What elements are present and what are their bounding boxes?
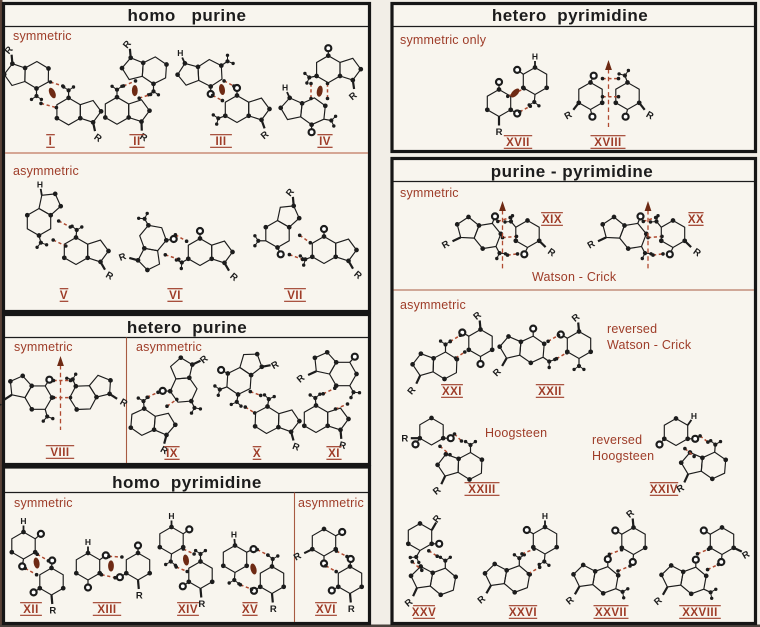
svg-text:Hoogsteen: Hoogsteen — [485, 426, 547, 440]
svg-text:Watson - Crick: Watson - Crick — [607, 338, 692, 352]
svg-text:R: R — [0, 398, 4, 411]
svg-text:R: R — [292, 550, 304, 563]
svg-text:R: R — [338, 440, 348, 452]
svg-text:reversed: reversed — [592, 433, 642, 447]
svg-text:XXVIII: XXVIII — [682, 607, 718, 619]
svg-text:homo purine: homo purine — [128, 6, 247, 25]
svg-text:symmetric: symmetric — [13, 29, 72, 43]
svg-text:XXII: XXII — [538, 386, 562, 398]
svg-text:R: R — [348, 604, 355, 615]
svg-text:II: II — [133, 136, 140, 148]
svg-text:H: H — [85, 537, 91, 547]
svg-text:R: R — [740, 549, 752, 562]
svg-text:XXI: XXI — [442, 386, 462, 398]
svg-text:Watson - Crick: Watson - Crick — [532, 270, 617, 284]
svg-text:asymmetric: asymmetric — [13, 164, 79, 178]
svg-text:H: H — [37, 179, 43, 189]
svg-text:R: R — [675, 482, 687, 495]
svg-text:R: R — [496, 127, 503, 138]
svg-text:X: X — [253, 448, 261, 460]
svg-text:VII: VII — [287, 290, 303, 302]
svg-text:XVII: XVII — [506, 137, 530, 149]
svg-text:XV: XV — [242, 604, 258, 616]
svg-text:R: R — [104, 270, 116, 283]
svg-text:R: R — [198, 599, 205, 610]
svg-text:XIX: XIX — [542, 214, 562, 226]
svg-text:R: R — [291, 441, 301, 454]
svg-text:I: I — [49, 136, 53, 148]
svg-text:IX: IX — [166, 448, 178, 460]
svg-text:asymmetric: asymmetric — [136, 340, 202, 354]
svg-text:H: H — [282, 83, 288, 93]
svg-text:asymmetric: asymmetric — [298, 496, 364, 510]
svg-text:hetero purine: hetero purine — [127, 318, 247, 337]
svg-text:homo pyrimidine: homo pyrimidine — [112, 473, 262, 492]
svg-text:R: R — [586, 238, 598, 251]
svg-text:R: R — [118, 251, 128, 264]
svg-text:XXVII: XXVII — [595, 607, 627, 619]
svg-text:XXV: XXV — [412, 607, 437, 619]
svg-text:reversed: reversed — [607, 322, 657, 336]
svg-text:H: H — [20, 516, 26, 526]
svg-text:symmetric: symmetric — [14, 340, 73, 354]
svg-text:R: R — [270, 359, 282, 372]
svg-text:VI: VI — [169, 290, 181, 302]
svg-text:R: R — [158, 444, 170, 457]
svg-text:V: V — [60, 290, 68, 302]
svg-text:R: R — [136, 590, 143, 601]
svg-text:symmetric: symmetric — [14, 496, 73, 510]
svg-text:H: H — [177, 48, 183, 58]
svg-text:XI: XI — [328, 448, 340, 460]
svg-text:R: R — [118, 397, 130, 410]
svg-text:XIII: XIII — [97, 604, 116, 616]
svg-text:R: R — [270, 604, 277, 615]
svg-text:hetero pyrimidine: hetero pyrimidine — [492, 6, 648, 25]
svg-text:XXIV: XXIV — [650, 484, 678, 496]
svg-text:XX: XX — [688, 214, 704, 226]
svg-text:Hoogsteen: Hoogsteen — [592, 449, 654, 463]
svg-text:XVI: XVI — [316, 604, 336, 616]
svg-text:H: H — [532, 51, 538, 61]
svg-text:purine - pyrimidine: purine - pyrimidine — [491, 162, 654, 181]
svg-text:XII: XII — [23, 604, 39, 616]
svg-text:R: R — [440, 238, 452, 251]
svg-text:IV: IV — [319, 136, 331, 148]
svg-text:H: H — [168, 511, 174, 521]
svg-text:symmetric: symmetric — [400, 186, 459, 200]
svg-text:H: H — [231, 529, 237, 539]
svg-text:R: R — [49, 605, 56, 616]
svg-text:VIII: VIII — [50, 447, 69, 459]
svg-text:H: H — [691, 411, 697, 421]
svg-text:R: R — [138, 131, 150, 144]
svg-text:XXVI: XXVI — [509, 607, 537, 619]
svg-text:XVIII: XVIII — [594, 137, 621, 149]
svg-text:XXIII: XXIII — [468, 484, 495, 496]
svg-text:R: R — [644, 109, 656, 122]
svg-text:symmetric only: symmetric only — [400, 33, 487, 47]
svg-text:R: R — [401, 434, 408, 445]
svg-text:XIV: XIV — [178, 604, 198, 616]
svg-text:H: H — [542, 511, 548, 521]
svg-text:III: III — [215, 136, 226, 148]
svg-text:R: R — [563, 109, 575, 122]
svg-text:asymmetric: asymmetric — [400, 298, 466, 312]
